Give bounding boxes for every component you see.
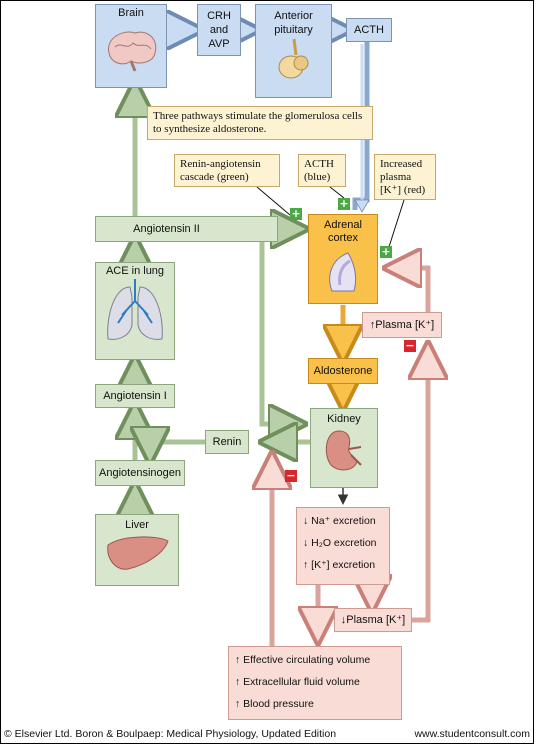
angiotensinogen-label: Angiotensinogen bbox=[99, 467, 181, 479]
plasma-k-up-node: ↑Plasma [K⁺] bbox=[362, 312, 442, 338]
increased-k-line1: Increased bbox=[380, 158, 423, 170]
crh-avp-node: CRH and AVP bbox=[197, 4, 241, 56]
adrenal-gland-icon bbox=[329, 252, 357, 292]
lungs-icon bbox=[107, 279, 163, 340]
arrow-plasma-down-feedback bbox=[412, 350, 428, 623]
excretion-node: ↓ Na⁺ excretion ↓ H₂O excretion ↑ [K⁺] e… bbox=[296, 507, 390, 585]
minus-sign-plasma: − bbox=[404, 339, 416, 352]
pituitary-icon bbox=[278, 38, 308, 79]
plus-sign-acth: + bbox=[338, 197, 350, 210]
brain-node: Brain bbox=[95, 4, 167, 88]
website-text: www.studentconsult.com bbox=[414, 728, 530, 740]
angiotensin-ii-label: Angiotensin II bbox=[133, 223, 200, 235]
renin-cascade-line2: cascade (green) bbox=[180, 171, 249, 183]
liver-label: Liver bbox=[125, 519, 149, 531]
acth-label: ACTH bbox=[354, 24, 384, 36]
and-label: and bbox=[209, 24, 229, 36]
brain-icon bbox=[108, 31, 157, 72]
k-excretion-label: ↑ [K⁺] excretion bbox=[303, 559, 376, 571]
aldosterone-label: Aldosterone bbox=[313, 365, 373, 377]
copyright-text: © Elsevier Ltd. Boron & Boulpaep: Medica… bbox=[4, 728, 337, 740]
arrow-angiotensin-ii-kidney bbox=[259, 242, 298, 424]
adrenal-cortex-node: Adrenal cortex bbox=[308, 214, 378, 304]
circulating-volume-label: ↑ Effective circulating volume bbox=[235, 654, 371, 666]
ace-in-lung-node: ACE in lung bbox=[95, 262, 175, 360]
anterior-pituitary-node: Anterior pituitary bbox=[255, 4, 332, 98]
pathways-note: Three pathways stimulate the glomerulosa… bbox=[147, 106, 373, 140]
aldosterone-node: Aldosterone bbox=[308, 358, 378, 384]
angiotensinogen-node: Angiotensinogen bbox=[95, 460, 185, 486]
acth-blue-line1: ACTH bbox=[304, 158, 334, 170]
plus-sign-renin: + bbox=[290, 207, 302, 220]
cortex-label: cortex bbox=[328, 232, 358, 244]
angiotensin-i-node: Angiotensin I bbox=[95, 384, 175, 408]
increased-k-note: Increased plasma [K⁺] (red) bbox=[374, 154, 436, 200]
acth-blue-note: ACTH (blue) bbox=[298, 154, 346, 187]
brain-label: Brain bbox=[118, 7, 144, 19]
kidney-icon bbox=[325, 430, 362, 471]
h2o-excretion-label: ↓ H₂O excretion bbox=[303, 537, 377, 549]
arrow-plasma-up-adrenal bbox=[392, 268, 431, 312]
renin-label: Renin bbox=[212, 436, 242, 448]
renin-cascade-note: Renin-angiotensin cascade (green) bbox=[174, 154, 280, 187]
ace-in-lung-label: ACE in lung bbox=[105, 265, 165, 277]
increased-k-line3: [K⁺] (red) bbox=[380, 184, 426, 196]
plasma-k-down-label: ↓Plasma [K⁺] bbox=[340, 614, 406, 626]
plus-sign-potassium: + bbox=[380, 245, 392, 258]
acth-blue-line2: (blue) bbox=[304, 171, 331, 183]
renin-cascade-line1: Renin-angiotensin bbox=[180, 158, 261, 170]
effects-node: ↑ Effective circulating volume ↑ Extrace… bbox=[228, 646, 402, 720]
blood-pressure-label: ↑ Blood pressure bbox=[235, 698, 314, 710]
renin-node: Renin bbox=[205, 430, 249, 454]
kidney-node: Kidney bbox=[310, 408, 378, 488]
pathways-note-text: Three pathways stimulate the glomerulosa… bbox=[153, 110, 363, 135]
increased-k-line2: plasma bbox=[380, 171, 412, 183]
na-excretion-label: ↓ Na⁺ excretion bbox=[303, 515, 376, 527]
angiotensin-i-label: Angiotensin I bbox=[103, 390, 167, 402]
plasma-k-down-node: ↓Plasma [K⁺] bbox=[334, 608, 412, 632]
liver-icon bbox=[107, 536, 169, 570]
ecf-volume-label: ↑ Extracellular fluid volume bbox=[235, 676, 360, 688]
minus-sign-kidney: − bbox=[285, 469, 297, 482]
acth-node: ACTH bbox=[346, 18, 392, 42]
anterior-label: Anterior bbox=[274, 10, 313, 22]
footer: © Elsevier Ltd. Boron & Boulpaep: Medica… bbox=[4, 728, 532, 740]
plasma-k-up-label: ↑Plasma [K⁺] bbox=[369, 319, 435, 331]
avp-label: AVP bbox=[208, 38, 230, 50]
pituitary-label: pituitary bbox=[274, 24, 313, 36]
adrenal-label: Adrenal bbox=[324, 219, 362, 231]
kidney-label: Kidney bbox=[327, 413, 361, 425]
liver-node: Liver bbox=[95, 514, 179, 586]
angiotensin-ii-node: Angiotensin II bbox=[95, 216, 278, 242]
crh-label: CRH bbox=[207, 10, 231, 22]
